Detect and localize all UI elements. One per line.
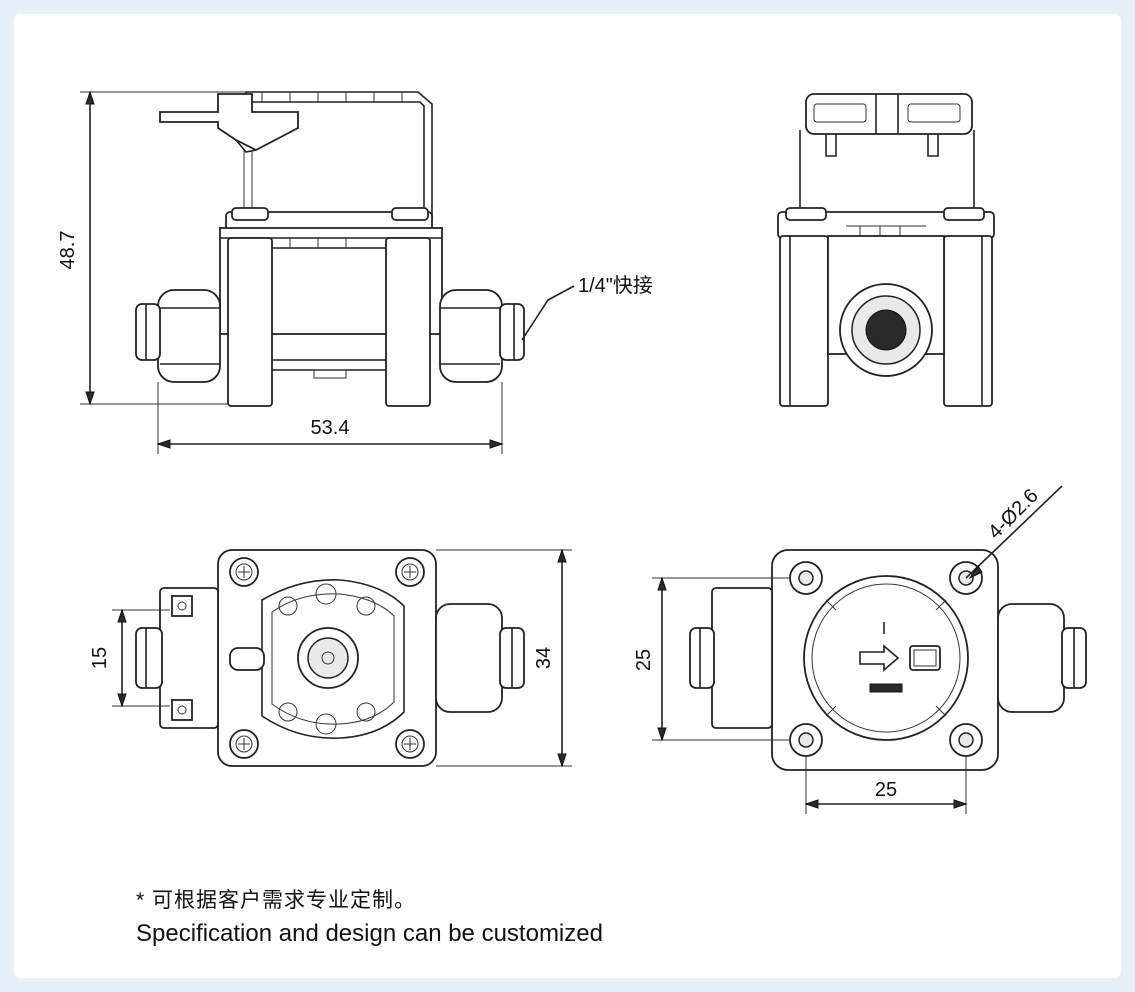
width-dimension-label: 53.4 [311, 417, 350, 439]
hole-spacing-v-label: 25 [633, 649, 655, 671]
height-dimension-label: 48.7 [57, 231, 79, 270]
body-height-label: 34 [533, 647, 555, 669]
side-view [777, 93, 995, 407]
note-chinese: * 可根据客户需求专业定制。 [136, 889, 417, 912]
note-english: Specification and design can be customiz… [136, 920, 603, 947]
top-view [689, 549, 1087, 771]
drawing-sheet [14, 14, 1121, 978]
port-spacing-label: 15 [89, 647, 111, 669]
bottom-view [135, 549, 525, 767]
hole-spacing-h-label: 25 [875, 779, 897, 801]
front-view-dimensions: 48.7 53.4 1/4"快接 [57, 90, 653, 454]
connector-label: 1/4"快接 [578, 274, 653, 297]
front-view [135, 91, 525, 407]
bottom-view-dimensions: 15 34 [89, 548, 572, 768]
hole-spec-label: 4-Ø2.6 [984, 485, 1043, 544]
